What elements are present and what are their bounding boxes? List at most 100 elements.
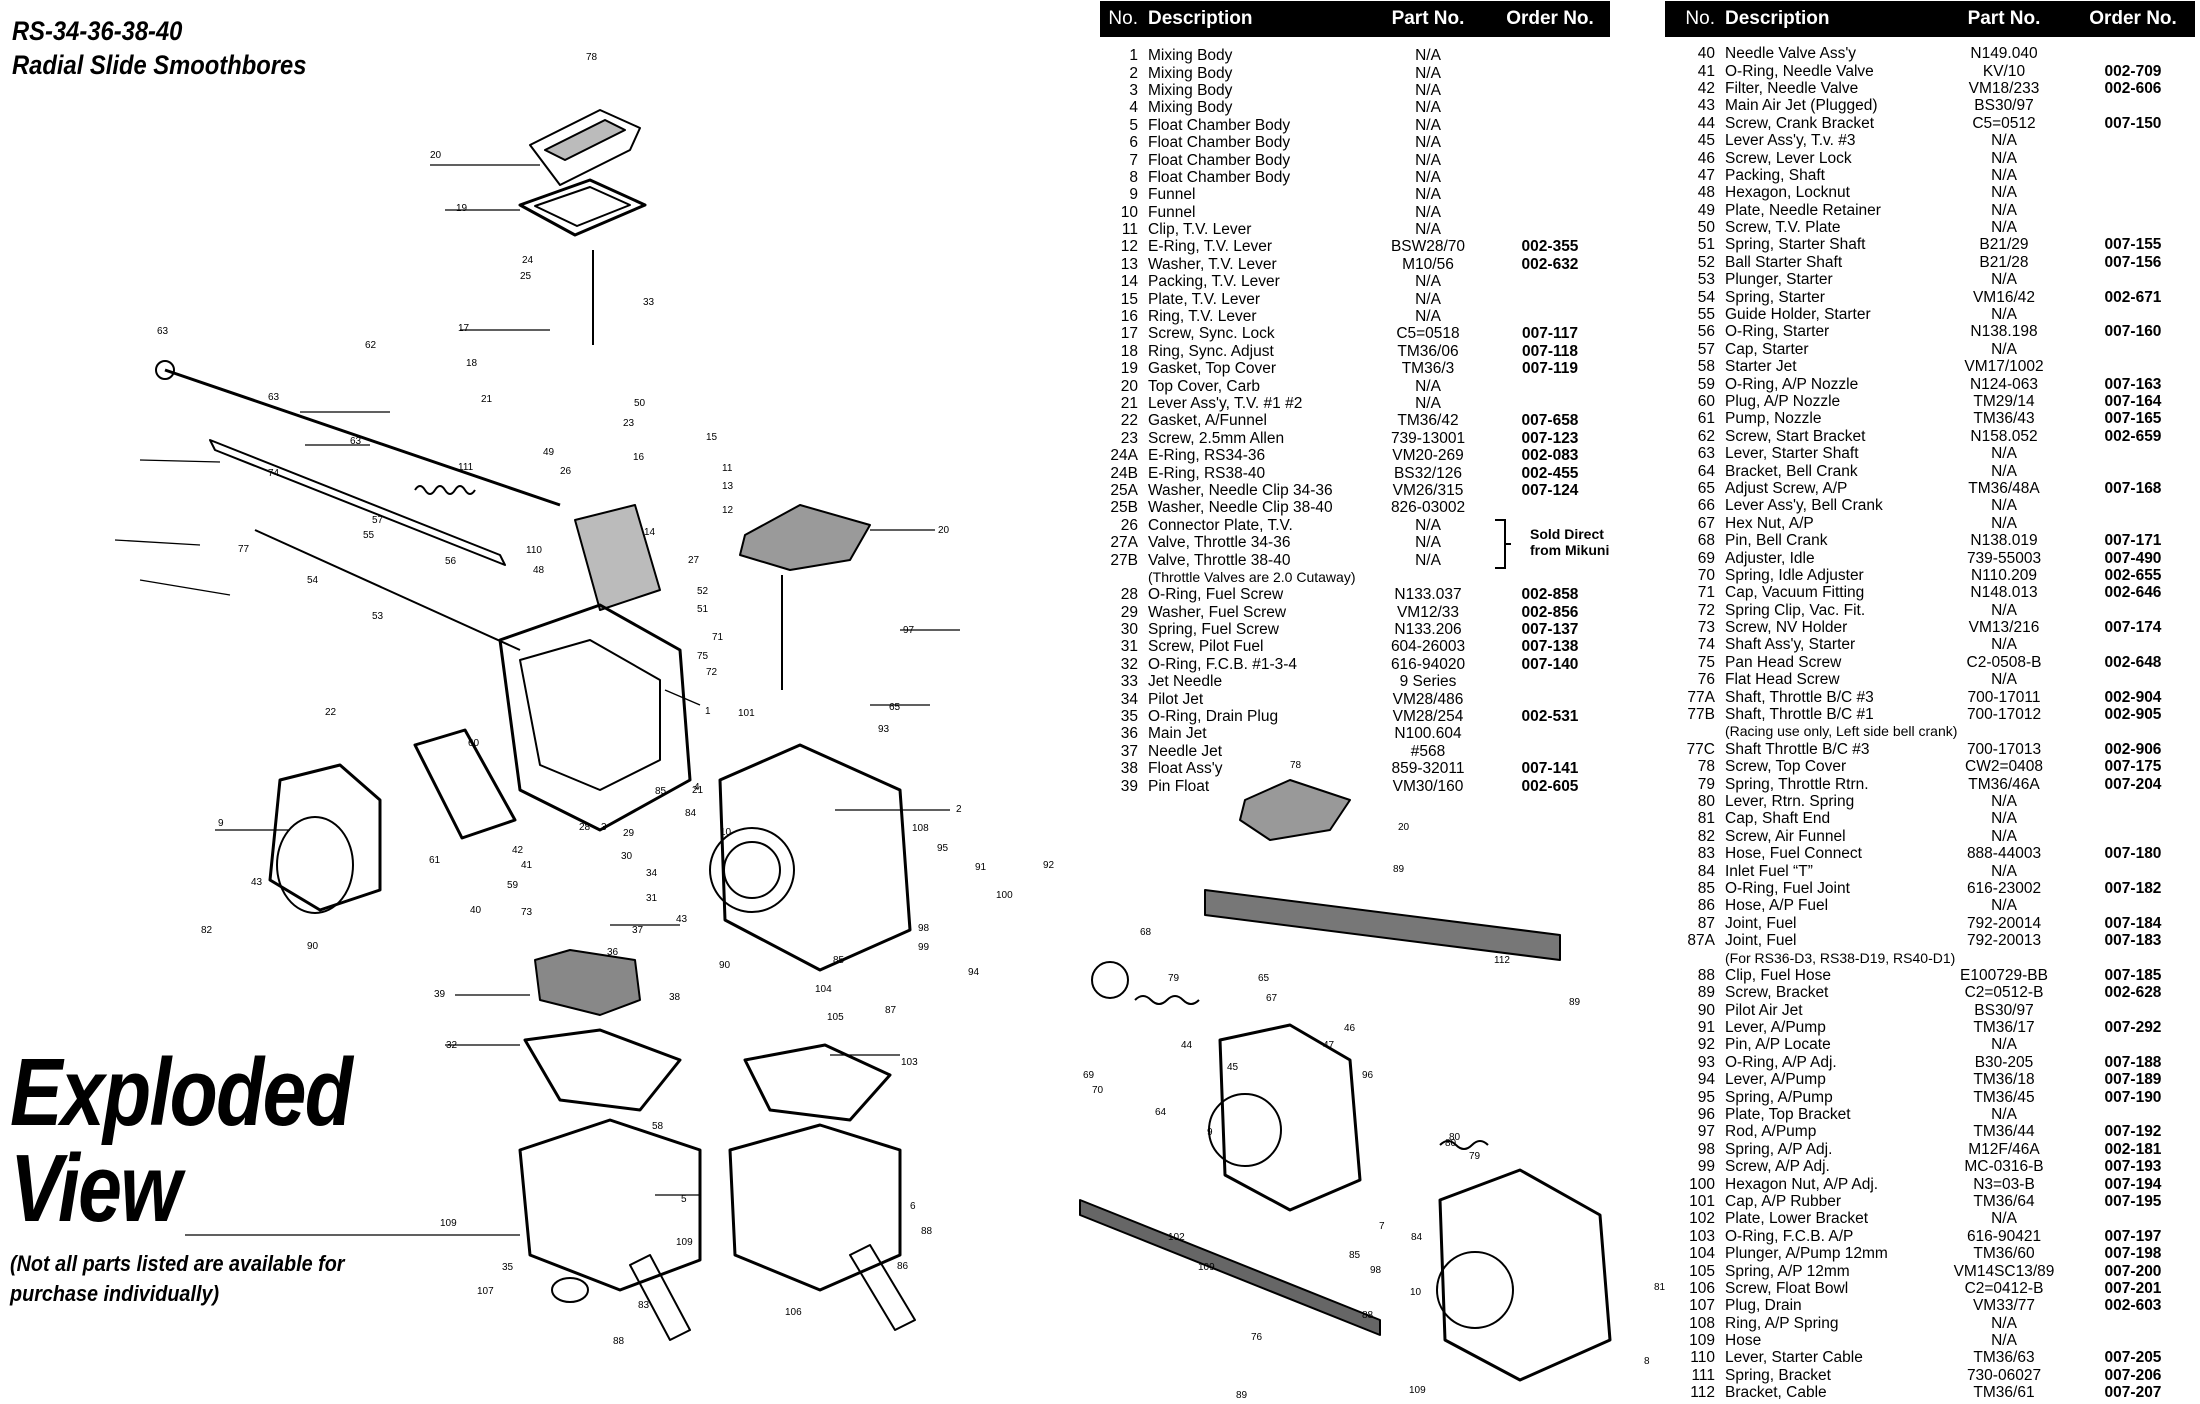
- callout-4: 4: [694, 782, 700, 793]
- inset-callout-69: 69: [1083, 1070, 1095, 1081]
- part-description: Pilot Jet: [1148, 690, 1204, 708]
- part-no: TM36/64: [1973, 1192, 2035, 1210]
- part-description: Screw, Pilot Fuel: [1148, 638, 1264, 656]
- part-number-index: 103: [1689, 1227, 1715, 1245]
- callout-63c: 63: [350, 436, 362, 447]
- part-no: CW2=0408: [1965, 758, 2043, 776]
- sold-direct-note: Sold Direct from Mikuni: [1530, 526, 1609, 558]
- order-no: 002-856: [1521, 603, 1579, 621]
- order-no: 002-355: [1521, 238, 1579, 256]
- part-no: N/A: [1991, 1210, 2017, 1228]
- order-no: 002-904: [2104, 688, 2162, 706]
- part-no: TM36/46A: [1968, 775, 2040, 793]
- part-number-index: 57: [1697, 340, 1715, 358]
- part-no: C2-0508-B: [1966, 653, 2042, 671]
- callout-109: 109: [440, 1218, 457, 1229]
- part-no: N/A: [1415, 168, 1441, 186]
- part-no: 739-55003: [1966, 549, 2042, 567]
- part-number-index: 2: [1129, 64, 1138, 82]
- order-no: 007-192: [2104, 1123, 2162, 1141]
- part-description: (Racing use only, Left side bell crank): [1725, 723, 1958, 740]
- part-number-index: 32: [1120, 655, 1138, 673]
- availability-note-line-2: purchase individually): [10, 1281, 220, 1306]
- order-no: 002-709: [2104, 62, 2162, 80]
- part-no: TM36/06: [1397, 342, 1459, 360]
- part-description: Inlet Fuel “T”: [1725, 862, 1813, 880]
- part-description: Lever, Rtrn. Spring: [1725, 792, 1855, 810]
- part-number-index: 74: [1697, 636, 1715, 654]
- part-no: 700-17011: [1967, 688, 2041, 706]
- part-number-index: 54: [1697, 288, 1715, 306]
- callout-5: 5: [681, 1194, 687, 1205]
- part-description: E-Ring, T.V. Lever: [1148, 238, 1273, 256]
- part-description: Spring, A/P Adj.: [1725, 1140, 1833, 1158]
- starter-shaft-part: [164, 368, 561, 507]
- callout-31: 31: [646, 893, 658, 904]
- col-header-part-no: Part No.: [1391, 8, 1465, 29]
- parts-table-right-header: No. Description Part No. Order No.: [1665, 1, 2195, 37]
- part-no: M12F/46A: [1968, 1140, 2040, 1158]
- part-no: N/A: [1415, 47, 1441, 65]
- part-no: N/A: [1415, 395, 1441, 412]
- inset-callout-8: 8: [1644, 1356, 1650, 1367]
- part-number-index: 18: [1120, 342, 1138, 360]
- callout-88a: 88: [613, 1336, 625, 1347]
- part-no: N/A: [1991, 306, 2017, 324]
- part-no: VM20-269: [1392, 447, 1464, 465]
- part-number-index: 47: [1697, 166, 1715, 184]
- part-number-index: 77B: [1687, 706, 1715, 724]
- part-no: N148.013: [1970, 584, 2038, 602]
- top-cover-shading: [544, 119, 626, 161]
- part-no: C5=0512: [1972, 114, 2036, 132]
- callout-42: 42: [512, 845, 524, 856]
- part-number-index: 49: [1697, 201, 1715, 219]
- part-description: O-Ring, A/P Nozzle: [1725, 375, 1859, 393]
- part-number-index: 21: [1120, 395, 1138, 412]
- part-no: TM36/61: [1973, 1384, 2035, 1402]
- callout-82: 82: [201, 925, 213, 936]
- part-description: Spring, Fuel Screw: [1148, 621, 1279, 639]
- part-number-index: 67: [1697, 514, 1715, 532]
- throttle-valve-part: [574, 504, 661, 611]
- part-number-index: 78: [1697, 758, 1715, 776]
- part-number-index: 58: [1697, 358, 1715, 376]
- part-no: BS32/126: [1393, 464, 1463, 482]
- part-number-index: 65: [1697, 479, 1715, 497]
- inset-callout-89c: 89: [1236, 1390, 1248, 1401]
- part-no: N/A: [1415, 134, 1441, 152]
- callout-37: 37: [632, 925, 644, 936]
- part-description: Rod, A/Pump: [1725, 1123, 1817, 1141]
- part-number-index: 84: [1697, 862, 1715, 880]
- part-no: MC-0316-B: [1964, 1158, 2044, 1176]
- part-number-index: 1: [1129, 47, 1138, 65]
- part-no: KV/10: [1982, 62, 2026, 80]
- part-number-index: 25B: [1110, 499, 1138, 517]
- part-number-index: 25A: [1110, 481, 1138, 499]
- part-no: N133.037: [1394, 586, 1462, 604]
- bell-crank-pin: [1091, 961, 1129, 999]
- part-description: O-Ring, Fuel Joint: [1725, 879, 1850, 897]
- part-no: BS30/97: [1974, 1001, 2034, 1019]
- order-no: 002-632: [1521, 255, 1579, 273]
- part-no: BS30/97: [1974, 97, 2034, 115]
